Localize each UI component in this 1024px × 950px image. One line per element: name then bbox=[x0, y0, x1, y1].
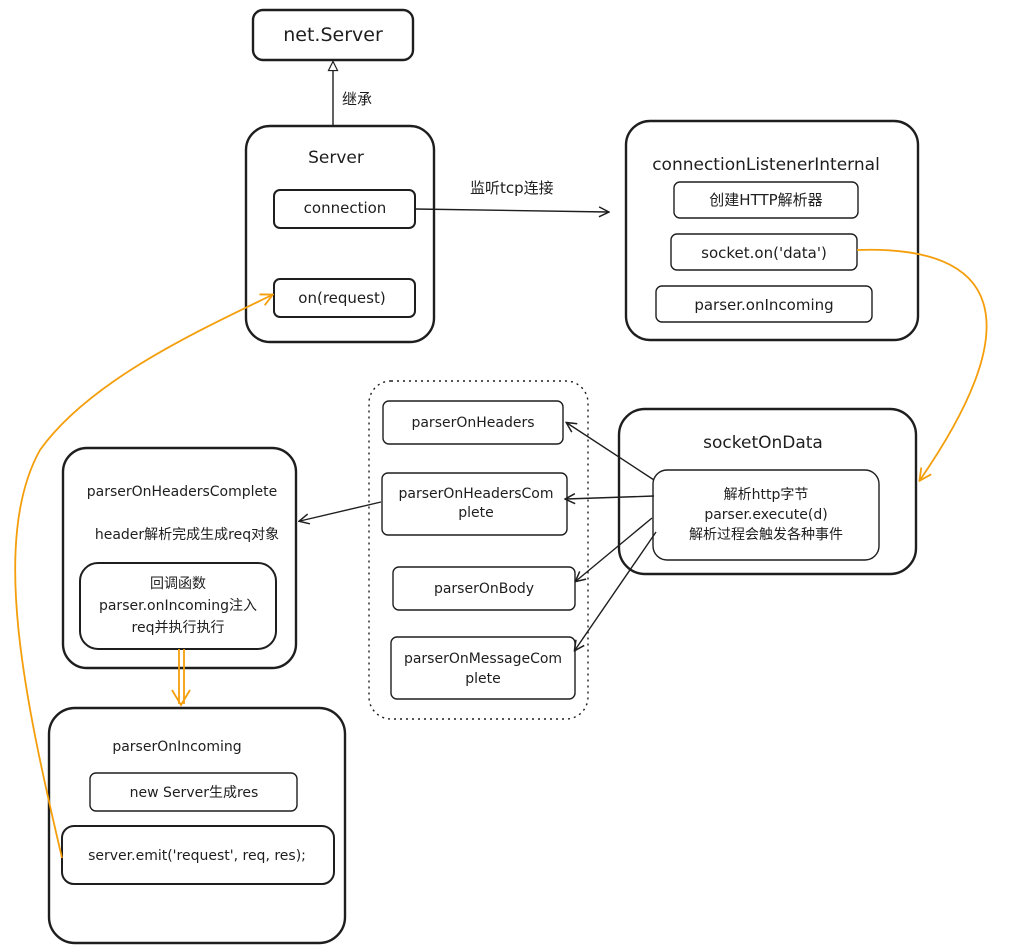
parser-execute-line-2: parser.execute(d) bbox=[704, 507, 827, 523]
connection-listener-node: connectionListenerInternal 创建HTTP解析器 soc… bbox=[624, 119, 920, 342]
inherit-edge: 继承 bbox=[333, 66, 372, 126]
callback-box bbox=[79, 562, 277, 650]
parser-execute-line-1: 解析http字节 bbox=[724, 487, 809, 503]
parser-on-incoming-node: parserOnIncoming new Server生成res server.… bbox=[47, 706, 347, 945]
net-server-box bbox=[251, 8, 415, 62]
socket-on-data-label: socket.on('data') bbox=[701, 244, 827, 262]
parser-events-boundary bbox=[368, 380, 589, 720]
listen-edge: 监听tcp连接 bbox=[414, 179, 608, 212]
headers-complete-desc: header解析完成生成req对象 bbox=[95, 527, 279, 543]
parser-on-message-complete-label-2: plete bbox=[465, 671, 501, 687]
parser-execute-line-3: 解析过程会触发各种事件 bbox=[689, 527, 843, 543]
emit-label: server.emit('request', req, res); bbox=[88, 848, 306, 864]
parser-on-body-box bbox=[392, 566, 576, 611]
socket-data-to-socket-on-data-arrow bbox=[856, 248, 988, 480]
headers-complete-node: parserOnHeadersComplete header解析完成生成req对… bbox=[61, 446, 298, 670]
headers-complete-to-handler-arrow bbox=[300, 501, 382, 521]
net-server-node: net.Server bbox=[251, 8, 415, 62]
callback-line-2: parser.onIncoming注入 bbox=[99, 598, 257, 614]
socket-on-data-title: socketOnData bbox=[703, 433, 823, 453]
parser-events-group: parserOnHeaders parserOnHeadersCom plete… bbox=[368, 380, 589, 720]
parser-on-headers-complete-label-2: plete bbox=[458, 505, 494, 521]
listen-arrow bbox=[414, 209, 608, 212]
socket-on-data-box bbox=[670, 233, 858, 271]
net-server-label: net.Server bbox=[283, 24, 383, 46]
to-parser-on-body-arrow bbox=[576, 517, 653, 581]
parser-on-headers-complete-box bbox=[381, 472, 568, 536]
connection-listener-title: connectionListenerInternal bbox=[652, 155, 880, 175]
callback-line-1: 回调函数 bbox=[150, 576, 206, 592]
to-parser-on-message-complete-arrow bbox=[575, 531, 657, 650]
parser-on-incoming-ref-box bbox=[655, 285, 873, 323]
create-parser-label: 创建HTTP解析器 bbox=[709, 191, 822, 209]
connection-listener-box bbox=[624, 119, 920, 342]
emit-to-on-request-arrow bbox=[14, 295, 272, 859]
create-parser-box bbox=[673, 181, 859, 219]
parser-on-body-label: parserOnBody bbox=[434, 581, 534, 597]
parser-on-headers-complete-label-1: parserOnHeadersCom bbox=[398, 486, 553, 502]
on-request-label: on(request) bbox=[298, 289, 385, 307]
server-title: Server bbox=[308, 148, 364, 168]
connection-label: connection bbox=[304, 199, 387, 217]
new-server-label: new Server生成res bbox=[130, 785, 259, 801]
callback-to-incoming-head bbox=[171, 689, 191, 707]
parser-on-message-complete-label-1: parserOnMessageCom bbox=[404, 651, 562, 667]
callback-line-3: req并执行执行 bbox=[132, 620, 225, 636]
to-parser-on-headers-complete-arrow bbox=[566, 496, 655, 499]
socket-on-data-node: socketOnData 解析http字节 parser.execute(d) … bbox=[617, 407, 918, 576]
to-parser-on-headers-arrow bbox=[567, 423, 655, 481]
parser-on-incoming-ref-label: parser.onIncoming bbox=[694, 296, 833, 314]
headers-complete-title: parserOnHeadersComplete bbox=[87, 484, 278, 500]
parser-on-headers-label: parserOnHeaders bbox=[411, 415, 534, 431]
parser-on-incoming-title: parserOnIncoming bbox=[112, 739, 241, 755]
callback-to-incoming-arrow bbox=[171, 649, 191, 707]
parser-on-headers-box bbox=[382, 400, 564, 445]
new-server-box bbox=[89, 772, 298, 812]
parser-execute-box bbox=[652, 469, 880, 561]
parser-on-message-complete-box bbox=[390, 636, 576, 700]
server-node: Server connection on(request) bbox=[244, 124, 436, 344]
listen-label: 监听tcp连接 bbox=[470, 179, 554, 197]
inherit-label: 继承 bbox=[342, 90, 372, 108]
